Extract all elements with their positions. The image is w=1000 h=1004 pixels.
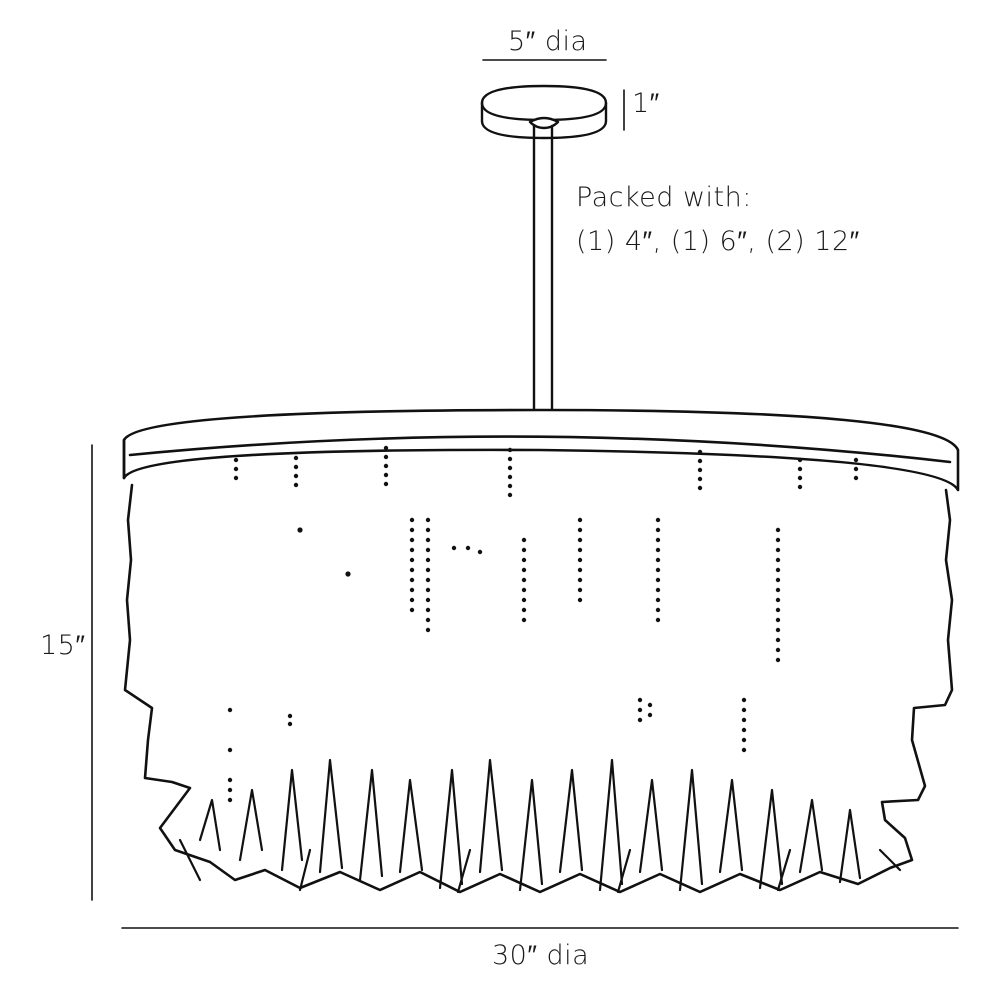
packing-rod-list: (1) 4″, (1) 6″, (2) 12″ — [576, 226, 860, 257]
downrod — [528, 116, 560, 415]
top-band-ring — [122, 408, 960, 492]
overall-height-label: 15″ — [40, 630, 86, 661]
canopy — [480, 84, 608, 140]
canopy-height-label: 1″ — [632, 88, 660, 119]
shade-diameter-label: 30″ dia — [492, 940, 590, 971]
crystal-strands — [178, 758, 902, 894]
bead-columns — [227, 445, 859, 803]
canopy-diameter-label: 5″ dia — [508, 26, 588, 57]
fringe-outline — [123, 483, 954, 894]
packing-title: Packed with: — [576, 182, 752, 213]
